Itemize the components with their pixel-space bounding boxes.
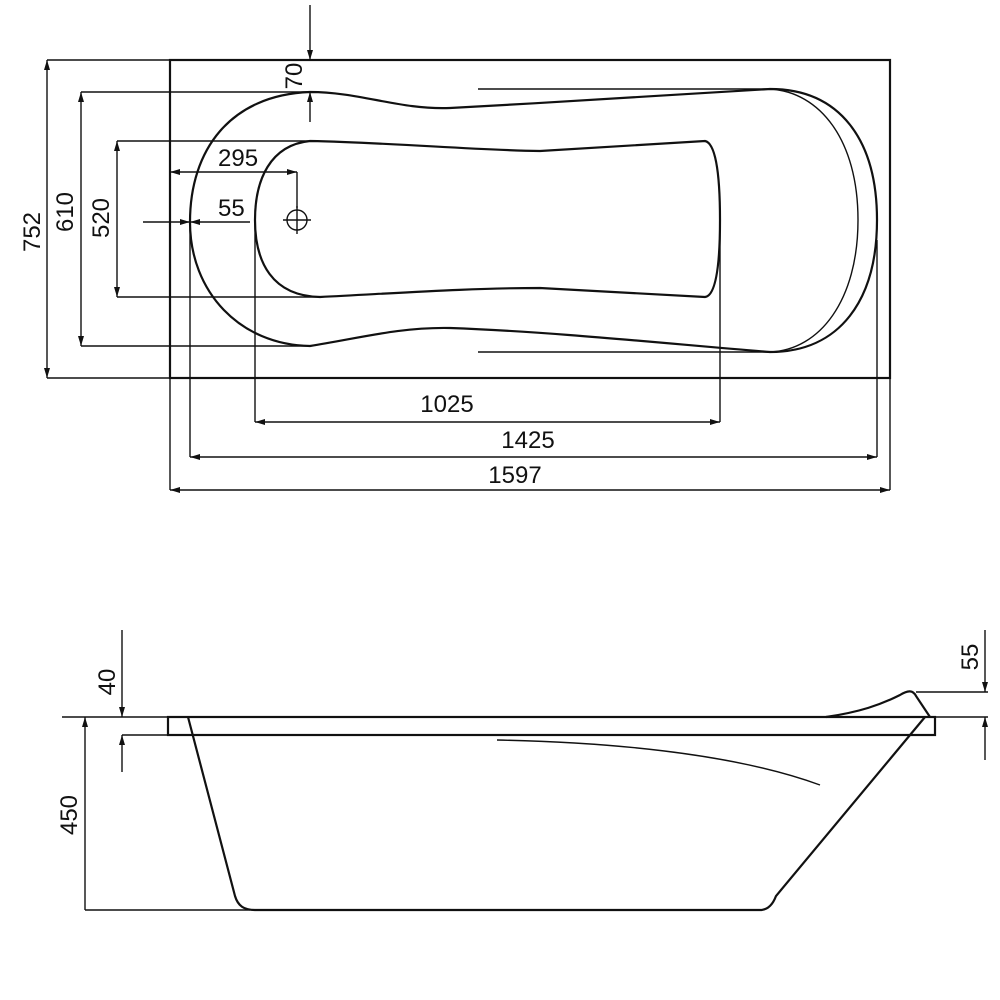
dim-610: 610: [52, 192, 79, 232]
dim-295: 295: [218, 145, 258, 172]
basin-contour: [253, 139, 722, 299]
headrest-contour: [769, 88, 859, 353]
tub-body: [186, 716, 926, 912]
dim-520: 520: [88, 198, 115, 238]
side-view: 40 450 55: [56, 630, 988, 912]
dim-40: 40: [94, 669, 121, 696]
top-view: 752 610 520 70 295 55 1025 1425: [19, 5, 892, 493]
dim-1597: 1597: [488, 462, 541, 489]
outer-rim-outline: [168, 58, 892, 380]
dim-752: 752: [19, 212, 46, 252]
dim-1425: 1425: [501, 427, 554, 454]
headrest: [825, 690, 931, 719]
dim-55-side: 55: [957, 644, 984, 671]
inner-contour-curve: [496, 739, 821, 786]
rim: [166, 715, 937, 737]
drain-icon: [283, 206, 311, 234]
dim-70: 70: [281, 63, 308, 90]
dim-450: 450: [56, 795, 83, 835]
dim-1025: 1025: [420, 391, 473, 418]
dim-55-top: 55: [218, 195, 245, 222]
